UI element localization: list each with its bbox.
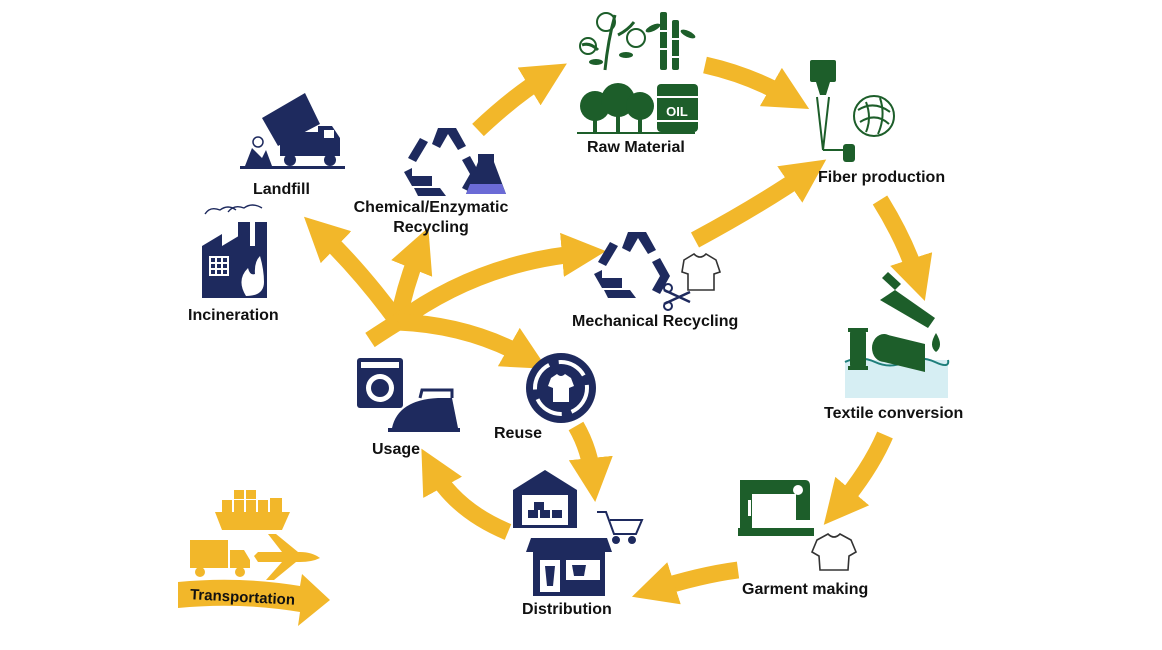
oil-barrel-icon: OIL [657,84,698,132]
warehouse-icon [513,470,577,528]
scissors-tshirt-icon [663,252,722,311]
tshirt-icon [810,533,858,571]
droplet-icon [932,333,940,352]
washing-machine-icon [357,358,403,408]
cycle-arrows [303,56,933,605]
arrow-usage-to-mechanical [392,232,607,329]
cargo-ship-icon [215,490,290,530]
fiber-ball-icon [853,95,895,137]
reuse-icon [526,353,596,423]
arrow-garment-to-distribution [631,561,740,605]
arrow-mechanical-to-fiber [690,159,827,248]
storefront-icon [526,538,612,596]
stage-label-reuse: Reuse [494,425,543,442]
airplane-icon [254,534,320,580]
stage-label-raw-material: Raw Material [587,139,685,156]
textile-conversion-icon [844,272,950,398]
stage-label-mechanical-recycling: Mechanical Recycling [572,313,739,330]
stage-label-usage: Usage [372,441,421,458]
cotton-plant-icon [579,12,646,71]
iron-icon [388,388,460,432]
trees-icon [577,83,695,134]
arrow-raw-to-fiber [703,56,810,110]
flask-icon [880,272,935,328]
incinerator-factory-icon [202,204,267,298]
flask-icon-chemical [466,154,506,194]
spinneret-icon [810,60,855,162]
thread-spool-icon [848,328,868,370]
arrow-loop-stem [365,314,403,348]
arrow-distribution-to-usage [421,448,512,540]
stage-label-chemical-recycling-line1: Chemical/Enzymatic [353,199,509,216]
stage-label-garment-making: Garment making [742,581,869,598]
arrow-chemical-to-raw [472,63,567,137]
stage-label-incineration: Incineration [188,307,279,324]
stage-label-chemical-recycling-line2: Recycling [393,219,469,236]
stage-label-chemical-recycling: Chemical/Enzymatic Recycling [350,198,512,238]
sewing-machine-icon [738,480,814,536]
truck-icon [190,540,250,577]
stage-label-landfill: Landfill [253,181,310,198]
oil-barrel-label: OIL [666,104,688,119]
fabric-roll-icon [872,334,925,372]
arrow-fiber-to-textile [872,195,933,302]
arrow-usage-to-landfill [303,216,405,328]
transportation-arrow [178,574,330,626]
recycle-icon-mechanical [594,232,670,298]
bamboo-icon [645,12,696,70]
arrow-usage-to-reuse [397,313,548,369]
arrow-reuse-to-distribution [568,421,613,502]
stage-label-textile-conversion: Textile conversion [824,405,964,422]
recycle-icon-chemical [404,128,480,196]
arrow-textile-to-garment [823,431,893,525]
stage-label-distribution: Distribution [522,601,612,618]
landfill-truck-icon [240,93,345,169]
shopping-cart-icon [597,511,644,544]
stage-label-fiber-production: Fiber production [818,169,946,186]
